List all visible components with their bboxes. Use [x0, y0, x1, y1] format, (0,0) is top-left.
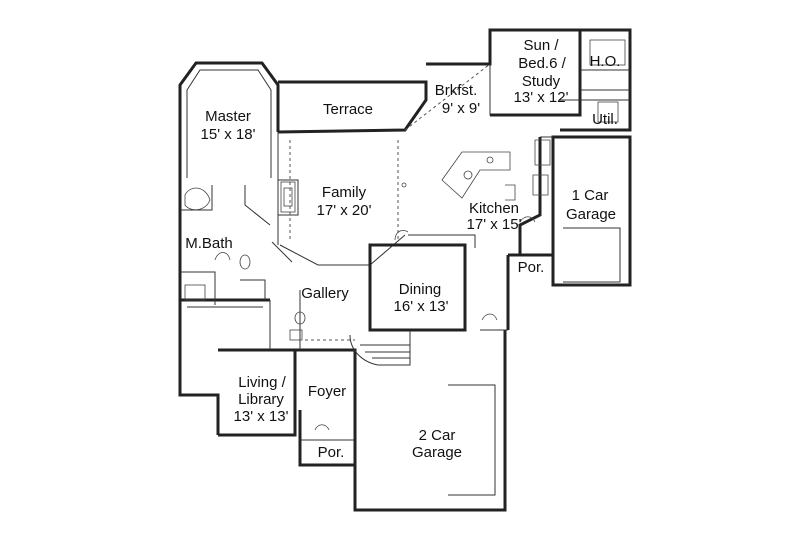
- foyer-label: Foyer: [308, 383, 346, 400]
- master-label: Master: [205, 108, 251, 125]
- room-labels: Master 15' x 18' Terrace Brkfst. 9' x 9'…: [185, 37, 620, 461]
- brkfst-size: 9' x 9': [442, 100, 480, 117]
- master-size: 15' x 18': [201, 126, 256, 143]
- breakfast-walls: [426, 28, 632, 132]
- garage2-label-line2: Garage: [412, 444, 462, 461]
- garage1-label-line2: Garage: [566, 206, 616, 223]
- kitchen-size: 17' x 15': [467, 216, 522, 233]
- por-right-label: Por.: [518, 259, 545, 276]
- living-label-line2: Library: [238, 391, 284, 408]
- bathtub: [184, 187, 211, 211]
- dining-label: Dining: [399, 281, 442, 298]
- kitchen-label: Kitchen: [469, 200, 519, 217]
- por-front-label: Por.: [318, 444, 345, 461]
- kitchen-island: [441, 151, 511, 199]
- master-bedroom-walls: [178, 61, 280, 185]
- exterior-walls: [178, 28, 632, 512]
- sun-size: 13' x 12': [514, 89, 569, 106]
- util-label: Util.: [592, 111, 618, 128]
- staircase: [349, 330, 411, 366]
- living-size: 13' x 13': [234, 408, 289, 425]
- garage1-label-line1: 1 Car: [572, 187, 609, 204]
- sun-label-line3: Study: [522, 73, 561, 90]
- sun-label-line2: Bed.6 /: [518, 55, 566, 72]
- ho-label: H.O.: [590, 53, 621, 70]
- sun-room-walls: [490, 30, 582, 117]
- living-library-walls: [218, 348, 297, 437]
- fixtures: [184, 39, 626, 431]
- terrace-walls: [277, 80, 428, 134]
- family-size: 17' x 20': [317, 202, 372, 219]
- living-label-line1: Living /: [238, 374, 286, 391]
- dining-size: 16' x 13': [394, 298, 449, 315]
- sun-label-line1: Sun /: [523, 37, 559, 54]
- garage1-walls: [551, 135, 632, 287]
- fireplace: [280, 181, 296, 213]
- dining-walls: [368, 243, 467, 332]
- family-label: Family: [322, 184, 367, 201]
- gallery-label: Gallery: [301, 285, 349, 302]
- mbath-label: M.Bath: [185, 235, 233, 252]
- terrace-label: Terrace: [323, 101, 373, 118]
- garage2-label-line1: 2 Car: [419, 427, 456, 444]
- brkfst-label: Brkfst.: [435, 82, 478, 99]
- garage2-walls: [353, 330, 507, 512]
